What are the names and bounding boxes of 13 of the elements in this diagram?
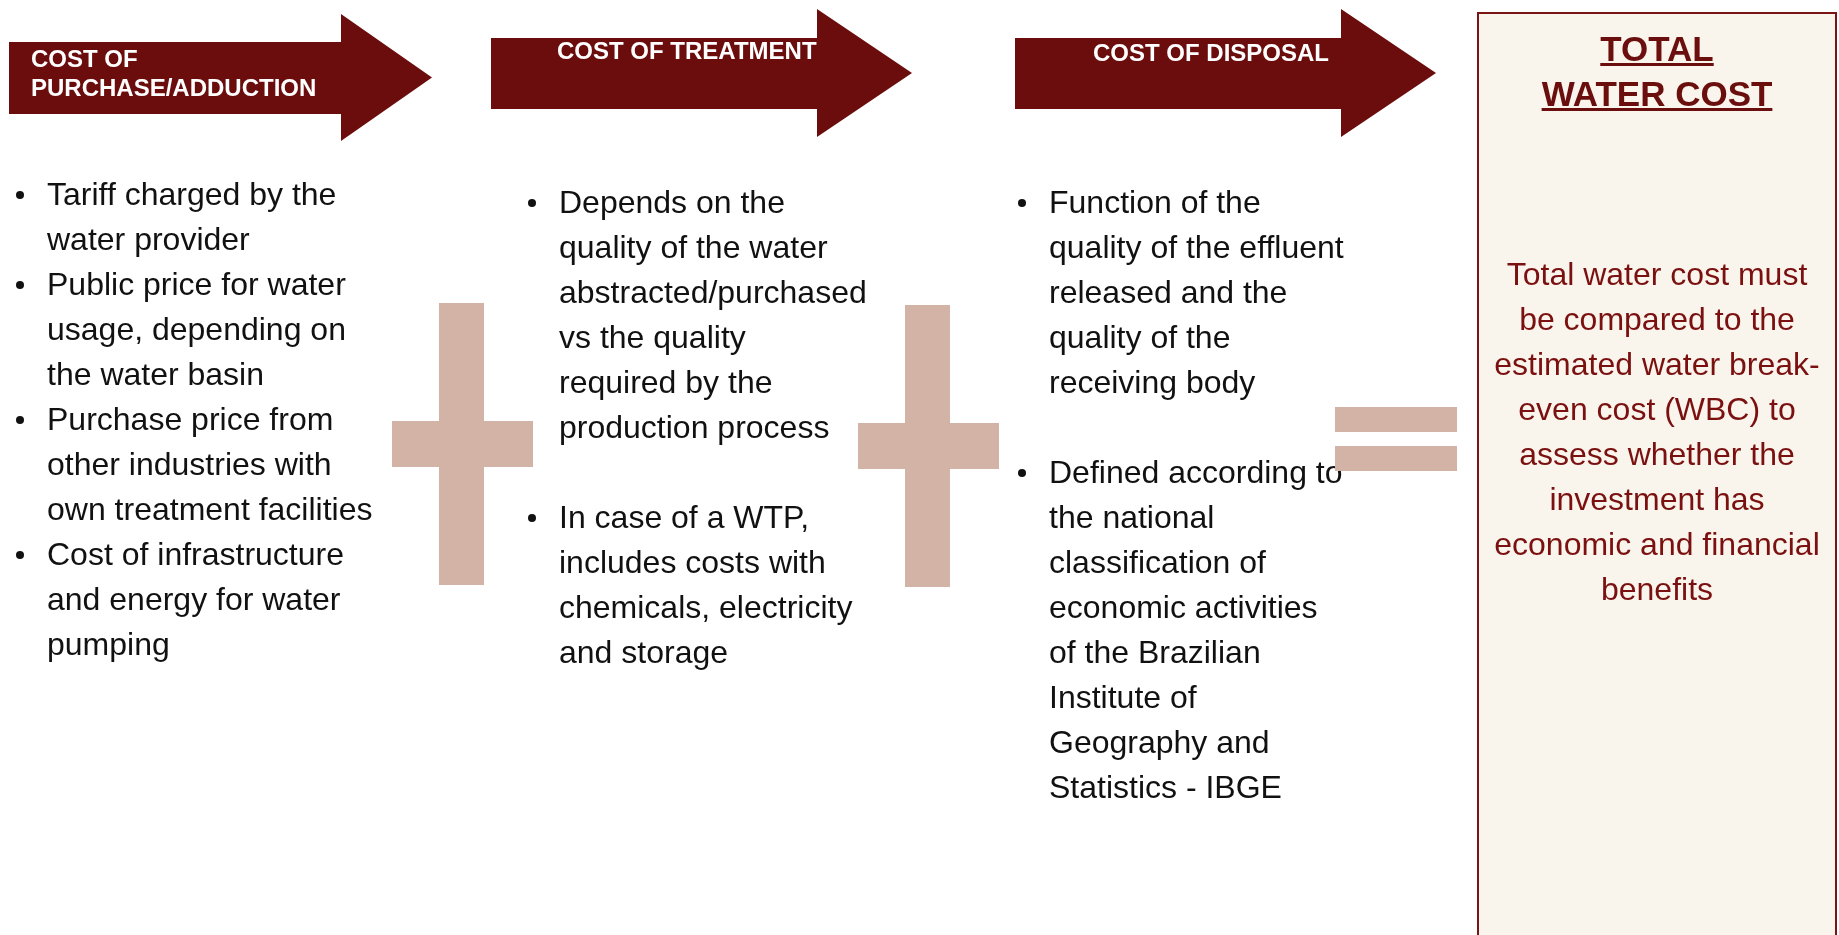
panel-text: Total water cost must be compared to the estimated water break-even cost (WBC) to assess whether the investment has economic and financial benefits [1493,255,1821,609]
bullet-text: Tariff charged by the water provider [47,176,337,257]
result-panel [1477,12,1837,935]
arrow-label: COST OF PURCHASE/ADDUCTION [31,44,318,102]
bullet-text: In case of a WTP, includes costs with chemicals, electricity and storage [559,499,853,670]
bullet-text: Public price for water usage, depending on the water basin [47,266,346,392]
bullet-text: Function of the quality of the effluent released and the quality of the receiving body [1049,184,1344,400]
bullet-text: Cost of infrastructure and energy for water pumping [47,536,344,662]
arrow-label: COST OF DISPOSAL [1093,38,1330,67]
panel-heading: TOTAL WATER COST [1540,28,1774,115]
arrow-label: COST OF TREATMENT [557,36,818,65]
bullet-text: Depends on the quality of the water abstracted/purchased vs the quality required by the production process [559,184,867,445]
bullet-text: Purchase price from other industries with own treatment facilities [47,401,373,527]
